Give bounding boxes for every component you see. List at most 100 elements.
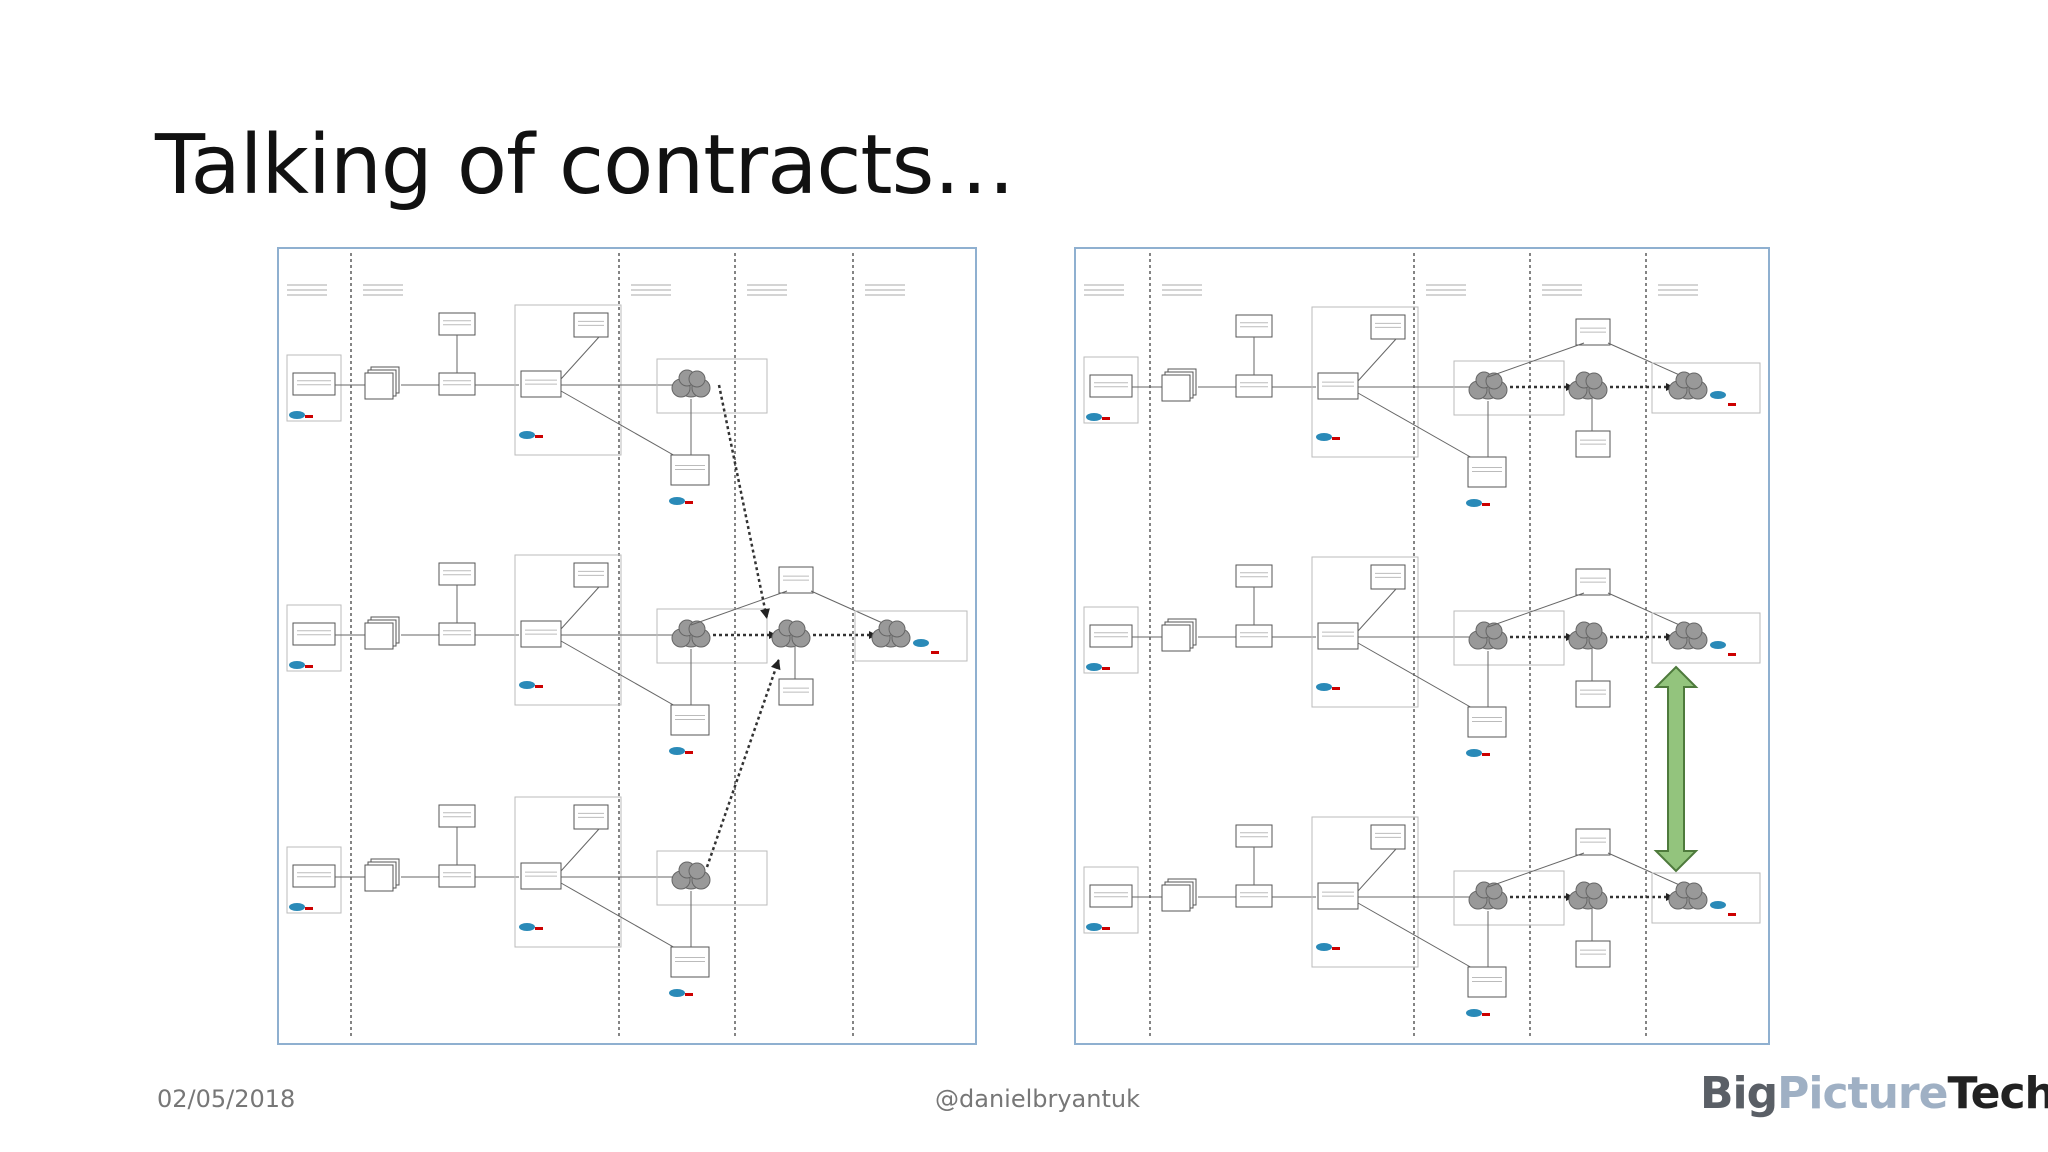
bidirectional-arrow [1653,665,1699,873]
step-marker [305,907,313,910]
diagram-right [1074,247,1770,1045]
dependency-arrow [717,384,769,620]
step-marker [1728,913,1736,916]
docker-icon [1466,749,1482,757]
flow-line [1357,338,1397,382]
document-stack [364,622,394,650]
dependency-arrow [705,658,781,868]
source-box [292,864,336,888]
stage-frame [1651,872,1761,924]
logo-part-big: Big [1700,1068,1778,1119]
document-stack [364,372,394,400]
flow-line [1607,342,1685,378]
document-stack [1161,374,1191,402]
docker-icon [1710,901,1726,909]
step-marker [685,751,693,754]
step-marker [1332,437,1340,440]
arrowhead [771,659,781,671]
flow-line [560,390,692,466]
flow-line [560,828,600,872]
stage-frame [1083,356,1139,424]
step-marker [931,651,939,654]
stage-frame [1311,556,1419,708]
prod-cloud [888,620,906,638]
footer-date: 02/05/2018 [157,1085,296,1113]
staging-cloud [1585,622,1603,640]
step-marker [685,993,693,996]
stage-frame [1651,612,1761,664]
flow-line [1357,902,1489,978]
stage-frame [286,354,342,422]
diagram-left-canvas [286,253,968,1039]
logo-part-picture: Picture [1777,1068,1948,1119]
docker-icon [1086,923,1102,931]
stage-frame [514,304,622,456]
stage-frame [1083,866,1139,934]
stage-frame [854,610,968,662]
prod-cloud [1685,372,1703,390]
staging-cloud [1585,882,1603,900]
test-env-cloud [688,620,706,638]
docker-icon [1710,391,1726,399]
docker-icon [669,989,685,997]
docker-icon [519,923,535,931]
unit-test-box [1235,824,1273,848]
docker-icon [1466,1009,1482,1017]
source-box [1089,624,1133,648]
stage-frame [1083,606,1139,674]
stage-frame [286,604,342,672]
flow-line [560,640,692,716]
docker-icon [1086,663,1102,671]
step-marker [535,685,543,688]
docker-icon [913,639,929,647]
flow-line [690,590,788,626]
flow-line [810,590,888,626]
flow-line [560,336,600,380]
step-marker [1482,753,1490,756]
build-box [1235,374,1273,398]
stage-frame [656,358,768,414]
document-stack [364,864,394,892]
flow-line [1487,342,1585,378]
stage-frame [656,850,768,906]
build-box [1235,884,1273,908]
diagram-left [277,247,977,1045]
stage-frame [286,846,342,914]
docker-icon [1316,943,1332,951]
docker-icon [1466,499,1482,507]
stage-frame [1311,306,1419,458]
build-box [438,372,476,396]
step-marker [1102,927,1110,930]
step-marker [535,927,543,930]
flow-line [1487,592,1585,628]
build-box [438,622,476,646]
test-env-cloud [1485,622,1503,640]
step-marker [305,415,313,418]
docker-icon [289,903,305,911]
step-marker [1332,947,1340,950]
source-box [292,372,336,396]
step-marker [1102,667,1110,670]
slide-title: Talking of contracts… [155,118,1015,213]
step-marker [685,501,693,504]
flow-line [1357,642,1489,718]
flow-line [560,586,600,630]
prod-cloud [1685,622,1703,640]
arrowhead [760,608,770,619]
flow-line [1607,592,1685,628]
step-marker [1482,503,1490,506]
step-marker [1728,403,1736,406]
flow-line [1357,848,1397,892]
unit-test-box [438,312,476,336]
flow-line [1357,392,1489,468]
build-box [438,864,476,888]
logo-part-tech: Tech [1947,1068,2048,1119]
unit-test-box [438,562,476,586]
docker-icon [669,747,685,755]
footer-handle: @danielbryantuk [935,1085,1140,1113]
staging-cloud [1585,372,1603,390]
test-env-cloud [1485,882,1503,900]
docker-icon [669,497,685,505]
prod-cloud [1685,882,1703,900]
test-env-cloud [688,370,706,388]
